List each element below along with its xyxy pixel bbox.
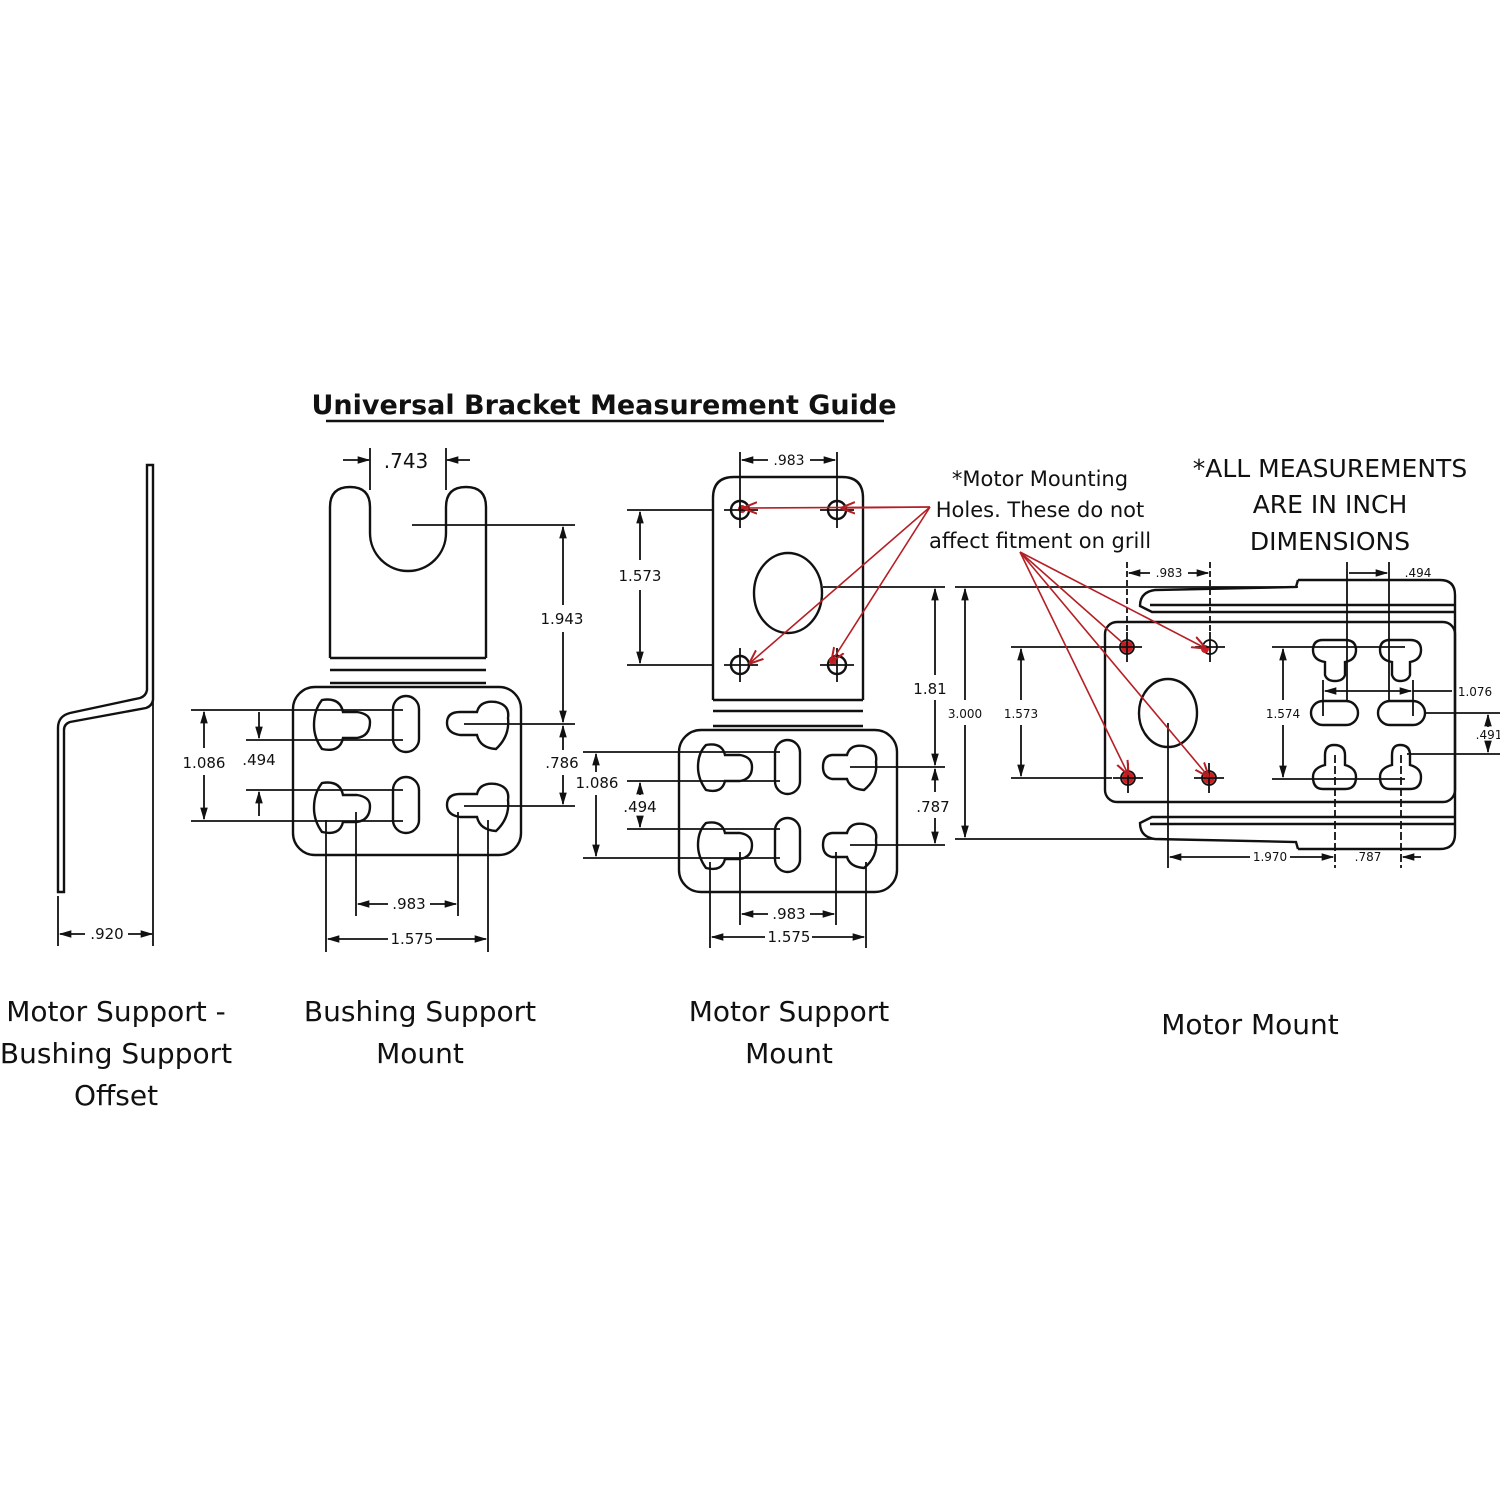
svg-text:*ALL MEASUREMENTS: *ALL MEASUREMENTS <box>1193 454 1467 483</box>
svg-text:Bushing Support: Bushing Support <box>0 1037 232 1070</box>
svg-text:Motor Support -: Motor Support - <box>6 995 226 1028</box>
dim-slot-height: 1.943 <box>541 610 584 628</box>
motor-holes-note: *Motor Mounting Holes. These do not affe… <box>929 467 1151 553</box>
dim-center-height: 1.81 <box>913 680 946 698</box>
svg-text:*Motor Mounting: *Motor Mounting <box>952 467 1128 491</box>
svg-text:Holes. These do not: Holes. These do not <box>936 498 1145 522</box>
dim-inner-vertical: .494 <box>623 798 656 816</box>
dim-slot-spacing-bottom: .787 <box>1355 850 1382 864</box>
dim-mount-holes-vertical: 1.573 <box>1004 707 1038 721</box>
units-note: *ALL MEASUREMENTS ARE IN INCH DIMENSIONS <box>1193 454 1467 556</box>
svg-text:Mount: Mount <box>376 1037 464 1070</box>
svg-text:Bushing Support: Bushing Support <box>304 995 536 1028</box>
caption-motor-mount: Motor Mount <box>1161 1008 1339 1041</box>
dim-right-vertical: .787 <box>916 798 949 816</box>
dim-slot-width: .743 <box>384 449 429 473</box>
motor-hole-bottom-left <box>724 648 758 682</box>
caption-motor-support: Motor Support Mount <box>689 995 890 1070</box>
dim-inner-horizontal: .983 <box>772 905 805 923</box>
dim-slot-spacing-top: .494 <box>1405 566 1432 580</box>
motor-holes-annotation-arrows <box>744 507 1208 776</box>
caption-offset: Motor Support - Bushing Support Offset <box>0 995 232 1112</box>
dim-slot-width: 1.076 <box>1458 685 1492 699</box>
motor-mount-hole-bl <box>1113 763 1143 793</box>
dim-outer-vertical: 1.086 <box>183 754 226 772</box>
motor-mount-hole-br <box>1194 763 1224 793</box>
caption-bushing-support: Bushing Support Mount <box>304 995 536 1070</box>
dim-top-holes: .983 <box>773 453 804 469</box>
dim-holes-vertical: 1.573 <box>619 567 662 585</box>
dim-outer-vertical: 1.086 <box>576 774 619 792</box>
dim-offset-width: .920 <box>90 925 123 943</box>
svg-text:affect fitment on grill: affect fitment on grill <box>929 529 1151 553</box>
motor-hole-top-right <box>820 494 854 528</box>
svg-text:Motor Mount: Motor Mount <box>1161 1008 1339 1041</box>
motor-mount-bracket: 3.000 1.573 .983 .494 1.574 1.076 <box>948 562 1500 868</box>
dim-slot-vertical: 1.574 <box>1266 707 1300 721</box>
svg-text:DIMENSIONS: DIMENSIONS <box>1250 527 1410 556</box>
svg-text:ARE IN INCH: ARE IN INCH <box>1253 490 1408 519</box>
dim-center-to-slot: 1.970 <box>1253 850 1287 864</box>
svg-text:Mount: Mount <box>745 1037 833 1070</box>
motor-hole-top-left <box>724 494 758 528</box>
svg-text:Offset: Offset <box>74 1079 158 1112</box>
motor-mount-hole-tr <box>1195 632 1225 662</box>
dim-overall-height: 3.000 <box>948 707 982 721</box>
dim-outer-horizontal: 1.575 <box>768 928 811 946</box>
dim-inner-vertical: .494 <box>242 751 275 769</box>
dim-outer-horizontal: 1.575 <box>391 930 434 948</box>
svg-text:Motor Support: Motor Support <box>689 995 890 1028</box>
dim-right-vertical: .786 <box>545 754 578 772</box>
bushing-support-bracket: .743 1.943 .786 1.086 .494 .983 1.575 <box>183 448 584 952</box>
motor-support-bracket: .983 1.573 1.81 .787 1.086 .494 <box>576 452 950 948</box>
offset-bracket: .920 <box>56 463 155 946</box>
dim-mount-holes-horizontal: .983 <box>1156 566 1183 580</box>
page-title: Universal Bracket Measurement Guide <box>311 390 896 421</box>
dim-slot-offset: .491 <box>1476 728 1500 742</box>
dim-inner-horizontal: .983 <box>392 895 425 913</box>
